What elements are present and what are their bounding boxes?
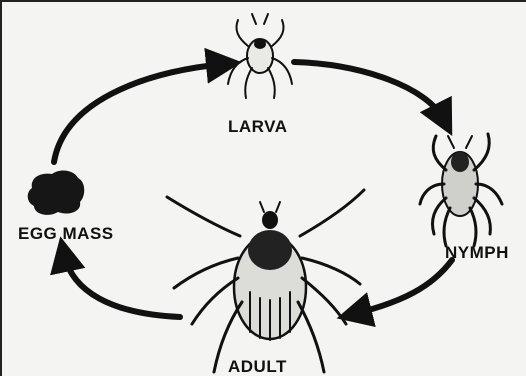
larva-label: LARVA bbox=[228, 117, 288, 136]
adult-label: ADULT bbox=[228, 357, 287, 376]
adult-icon bbox=[167, 190, 364, 372]
arrow-adult-to-egg bbox=[64, 254, 180, 317]
arrow-egg-to-larva bbox=[54, 64, 224, 162]
egg-mass-label: EGG MASS bbox=[18, 224, 114, 243]
arrow-larva-to-nymph bbox=[294, 62, 444, 120]
arrow-nymph-to-adult bbox=[354, 260, 452, 314]
larva-icon bbox=[228, 14, 292, 98]
egg-mass-icon bbox=[28, 171, 85, 215]
nymph-label: NYMPH bbox=[445, 243, 509, 262]
nymph-icon bbox=[420, 134, 502, 246]
